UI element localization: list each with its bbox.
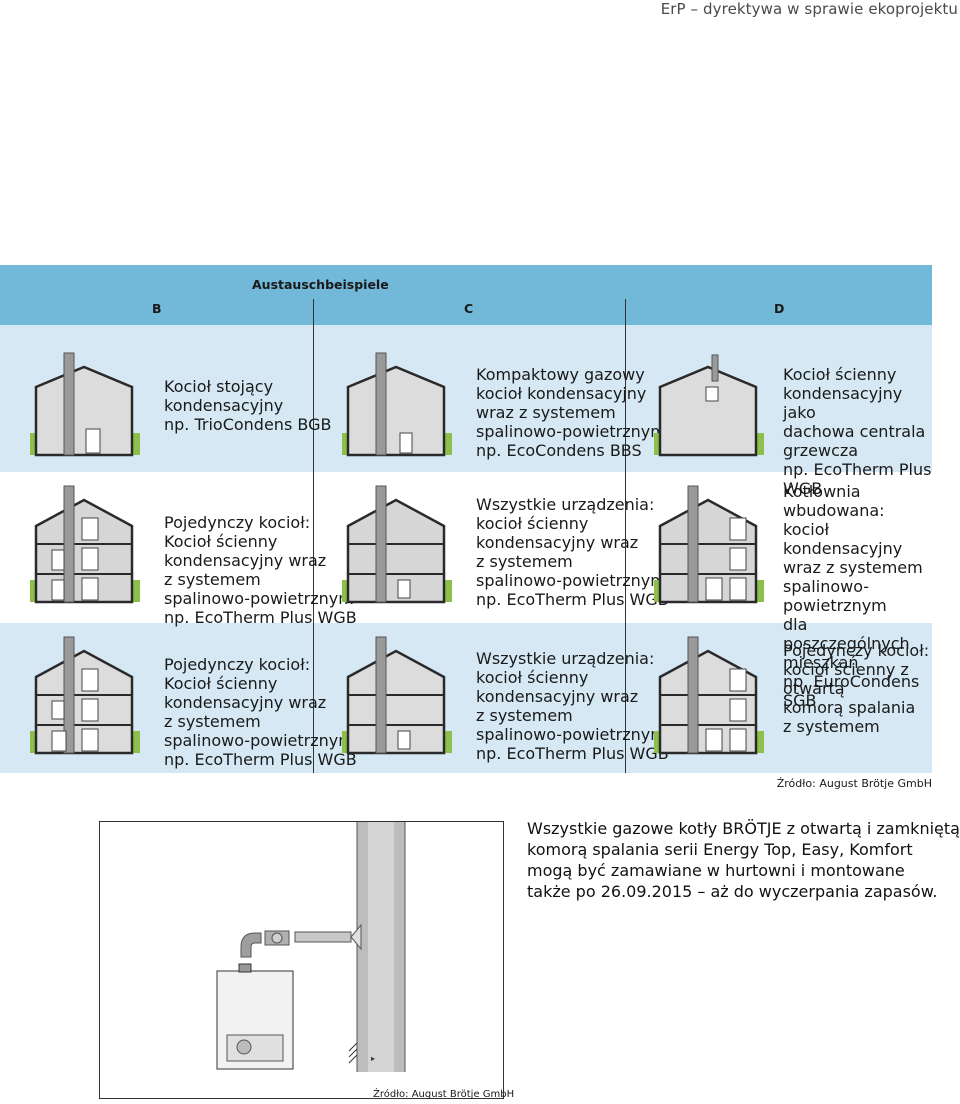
description-line: Pojedynczy kocioł: [164,513,311,532]
description-line: Wszystkie urządzenia: [476,649,655,668]
table-row [0,325,932,472]
description-line: spalinowo-powietrznym [476,422,666,441]
house-illustration [342,327,452,472]
table-source-note: Źródło: August Brötje GmbH [776,777,932,790]
notice-line: mogą być zamawiane w hurtowni i montowan… [527,861,905,880]
example-description: Kotłownia wbudowana:kocioł kondensacyjny… [783,482,932,710]
wall-boiler [216,963,294,1070]
illustration-source-note: Źródło: August Brötje GmbH [373,1089,515,1100]
description-line: Kocioł ścienny [164,674,278,693]
svg-text:▸: ▸ [371,1054,375,1063]
description-line: Kotłownia wbudowana: [783,482,885,520]
house-illustration [30,327,140,472]
house-illustration [654,474,764,619]
document-title: ErP – dyrektywa w sprawie ekoprojektu [660,0,958,18]
notice-line: Wszystkie gazowe kotły BRÖTJE z otwartą … [527,819,960,838]
column-divider [625,299,626,773]
description-line: np. EcoTherm Plus WGB [164,750,357,769]
description-line: Pojedynczy kocioł: [164,655,311,674]
description-line: kondensacyjny [164,396,284,415]
description-line: kondensacyjny wraz [164,693,327,712]
flue-installation-illustration: ▸ [99,821,504,1099]
description-line: kondensacyjny wraz [164,551,327,570]
description-line: kocioł ścienny z otwartą [783,660,909,698]
description-line: z systemem [476,552,573,571]
description-line: np. TrioCondens BGB [164,415,332,434]
description-line: mieszkań [783,653,859,672]
description-line: np. EcoTherm Plus WGB [783,460,932,498]
description-line: spalinowo-powietrznym [164,589,354,608]
description-line: np. EcoTherm Plus WGB [476,744,669,763]
description-line: spalinowo-powietrznym [476,571,666,590]
description-line: kocioł kondensacyjny [783,520,903,558]
notice-line: także po 26.09.2015 – aż do wyczerpania … [527,882,938,901]
description-line: spalinowo-powietrznym [783,577,887,615]
description-line: wraz z systemem [476,403,616,422]
description-line: spalinowo-powietrznym [476,725,666,744]
house-illustration [342,474,452,619]
house-illustration [654,625,764,770]
description-line: np. EcoCondens BBS [476,441,642,460]
column-header-b: B [152,301,162,316]
notice-line: komorą spalania serii Energy Top, Easy, … [527,840,913,859]
description-line: kondensacyjny wraz [476,687,639,706]
description-line: z systemem [476,706,573,725]
description-line: kondensacyjny wraz [476,533,639,552]
description-line: dla poszczególnych [783,615,910,653]
description-line: z systemem [164,712,261,731]
table-row [0,623,932,773]
description-line: kocioł ścienny [476,668,589,687]
description-line: komorą spalania [783,698,916,717]
description-line: dachowa centrala [783,422,926,441]
description-line: kocioł kondensacyjny [476,384,647,403]
wall-hatch: ▸ [348,1042,375,1064]
availability-notice: Wszystkie gazowe kotły BRÖTJE z otwartą … [527,818,960,902]
table-header: Austauschbeispiele B C D [0,265,932,325]
house-illustration [342,625,452,770]
description-line: np. EcoTherm Plus WGB [164,608,357,627]
description-line: z systemem [783,717,880,736]
description-line: grzewcza [783,441,859,460]
description-line: spalinowo-powietrznym [164,731,354,750]
house-illustration [30,474,140,619]
description-line: Kocioł stojący [164,377,274,396]
column-header-d: D [774,301,785,316]
table-group-title: Austauschbeispiele [252,277,389,292]
description-line: Pojedynczy kocioł: [783,641,930,660]
chimney-shaft [356,822,406,1072]
column-header-c: C [464,301,474,316]
description-line: kocioł ścienny [476,514,589,533]
description-line: Wszystkie urządzenia: [476,495,655,514]
description-line: np. EuroCondens SGB [783,672,920,710]
house-illustration [654,327,764,472]
flue-pipe-parts [240,923,362,958]
column-divider [313,299,314,773]
description-line: z systemem [164,570,261,589]
house-illustration [30,625,140,770]
description-line: Kompaktowy gazowy [476,365,645,384]
table-row [0,472,932,623]
description-line: Kocioł ścienny [164,532,278,551]
description-line: wraz z systemem [783,558,923,577]
description-line: np. EcoTherm Plus WGB [476,590,669,609]
example-description: Pojedynczy kocioł:kocioł ścienny z otwar… [783,641,932,736]
description-line: kondensacyjny jako [783,384,903,422]
description-line: Kocioł ścienny [783,365,897,384]
